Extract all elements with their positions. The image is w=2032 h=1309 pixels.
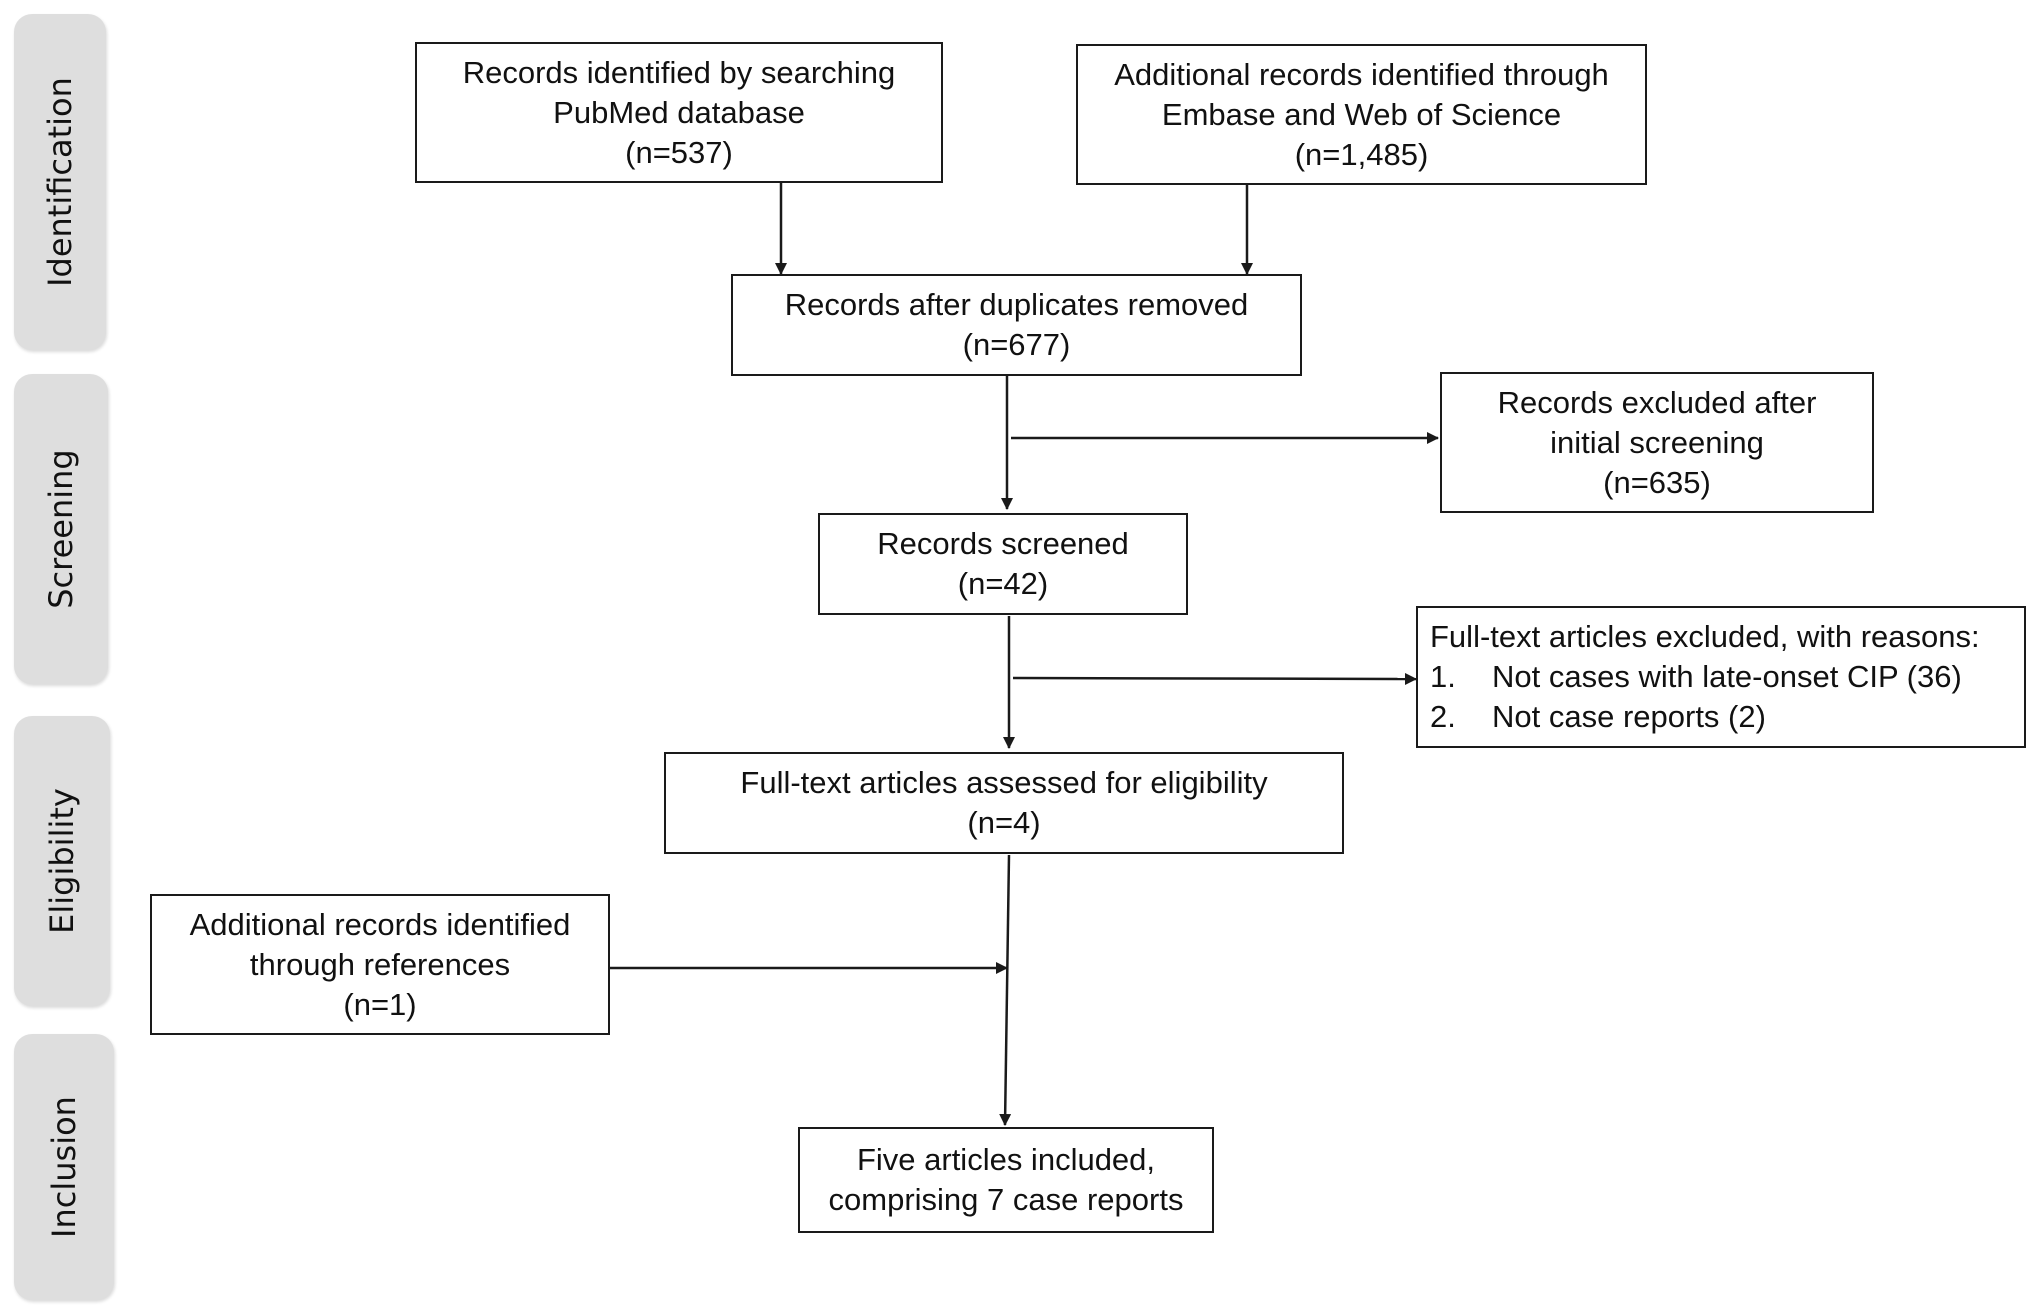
box-references-count: (n=1)	[343, 986, 417, 1022]
stage-tab-identification: Identification	[14, 14, 106, 350]
box-eligibility-count: (n=4)	[967, 805, 1041, 840]
stage-tab-screening: Screening	[14, 374, 108, 684]
arrow-eligibility-to-included	[999, 854, 1012, 1126]
box-records-screened: Records screened (n=42)	[818, 513, 1188, 615]
reason-item: 1. Not cases with late-onset CIP (36)	[1430, 657, 1962, 697]
reason-item: 2. Not case reports (2)	[1430, 697, 1766, 737]
box-articles-included: Five articles included, comprising 7 cas…	[798, 1127, 1214, 1233]
box-included-line2: comprising 7 case reports	[828, 1182, 1184, 1217]
box-fulltext-assessed: Full-text articles assessed for eligibil…	[664, 752, 1344, 854]
reason-number: 2.	[1430, 699, 1456, 734]
box-embase-records: Additional records identified through Em…	[1076, 44, 1647, 185]
box-duplicates-count: (n=677)	[962, 327, 1071, 362]
box-screened-line1: Records screened	[877, 526, 1129, 561]
box-duplicates-removed: Records after duplicates removed (n=677)	[731, 274, 1302, 376]
box-pubmed-line2: PubMed database	[553, 94, 805, 130]
box-pubmed-count: (n=537)	[625, 134, 733, 170]
box-eligibility-line1: Full-text articles assessed for eligibil…	[740, 765, 1268, 800]
box-embase-count: (n=1,485)	[1294, 136, 1429, 172]
box-embase-line2: Embase and Web of Science	[1161, 96, 1562, 132]
box-excluded-initial-line1: Records excluded after	[1497, 384, 1817, 420]
box-references-line2: through references	[249, 946, 511, 982]
box-pubmed-records: Records identified by searching PubMed d…	[415, 42, 943, 183]
box-references-records: Additional records identified through re…	[150, 894, 610, 1035]
box-pubmed-line1: Records identified by searching	[462, 54, 896, 90]
stage-tab-eligibility: Eligibility	[14, 716, 110, 1006]
box-excluded-initial-screening: Records excluded after initial screening…	[1440, 372, 1874, 513]
box-screened-count: (n=42)	[957, 566, 1049, 601]
reason-text: Not case reports (2)	[1492, 699, 1766, 734]
reason-text: Not cases with late-onset CIP (36)	[1492, 659, 1962, 694]
arrow-to-fulltext-excluded	[1012, 672, 1417, 685]
box-fulltext-excluded: Full-text articles excluded, with reason…	[1416, 606, 2026, 748]
box-duplicates-line1: Records after duplicates removed	[784, 287, 1249, 322]
box-fulltext-excluded-heading: Full-text articles excluded, with reason…	[1430, 619, 1980, 654]
reason-number: 1.	[1430, 659, 1456, 694]
box-embase-line1: Additional records identified through	[1114, 56, 1609, 92]
box-excluded-initial-count: (n=635)	[1603, 464, 1711, 500]
box-included-line1: Five articles included,	[856, 1142, 1156, 1177]
box-excluded-initial-line2: initial screening	[1550, 424, 1764, 460]
stage-tab-inclusion: Inclusion	[14, 1034, 114, 1300]
box-references-line1: Additional records identified	[189, 906, 571, 942]
